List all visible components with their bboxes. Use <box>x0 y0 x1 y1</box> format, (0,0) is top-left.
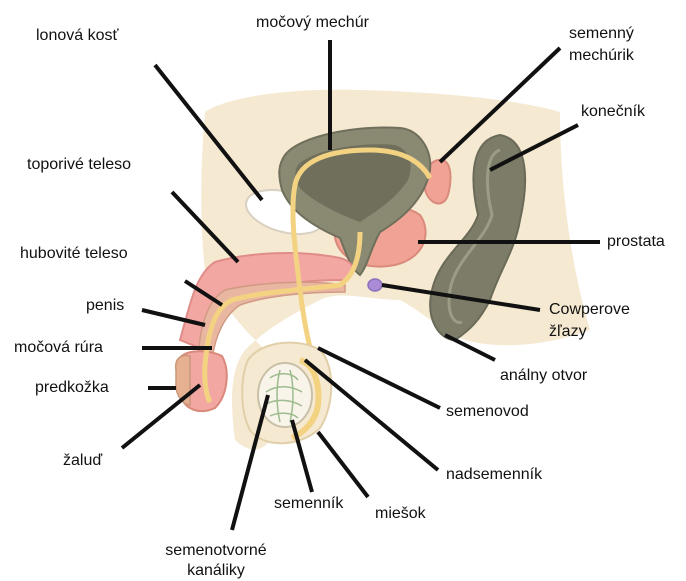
label-cowperove-line2: žľazy <box>549 322 587 341</box>
label-semennik: semenník <box>274 494 343 513</box>
label-zalud: žaluď <box>63 451 102 470</box>
label-konecnik: konečník <box>581 102 645 121</box>
label-mocovy-mechur: močový mechúr <box>256 13 369 32</box>
label-miesok: miešok <box>375 504 426 523</box>
label-toporive-teleso: toporivé teleso <box>27 155 131 174</box>
label-semenotvorne-line1: semenotvorné <box>146 541 286 560</box>
leader-zalud <box>122 385 200 448</box>
leader-semenovod <box>318 348 440 408</box>
label-penis: penis <box>86 296 124 315</box>
label-semenovod: semenovod <box>446 402 529 421</box>
label-semenny-mechurik-line1: semenný <box>569 24 634 43</box>
label-analny-otvor: análny otvor <box>500 366 587 385</box>
label-hubovite-teleso: hubovité teleso <box>20 244 128 263</box>
label-lonova-kost: lonová kosť <box>36 26 119 45</box>
label-prostata: prostata <box>607 232 665 251</box>
label-semenotvorne-line2: kanáliky <box>146 561 286 580</box>
label-semenny-mechurik-line2: mechúrik <box>569 46 634 65</box>
label-cowperove-line1: Cowperove <box>549 300 630 319</box>
cowper-gland <box>368 279 382 291</box>
label-nadsemennik: nadsemenník <box>446 465 542 484</box>
label-mocova-rura: močová rúra <box>14 338 103 357</box>
label-predkozka: predkožka <box>35 378 109 397</box>
leader-miesok <box>318 432 368 497</box>
